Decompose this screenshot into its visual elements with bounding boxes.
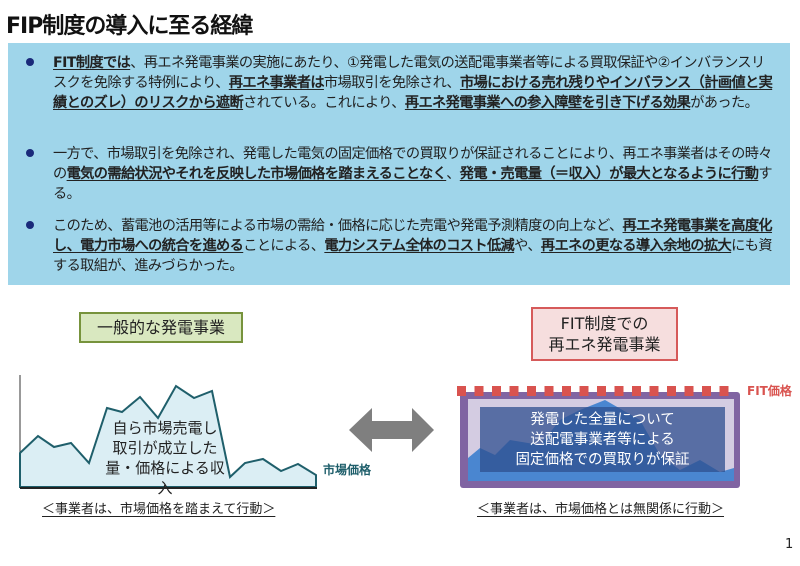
emphasized-text: 電気の需給状況やそれを反映した市場価格を踏まえることなく bbox=[66, 166, 447, 182]
fit-price-dash bbox=[597, 386, 606, 396]
bullet-2: 一方で、市場取引を免除され、発電した電気の固定価格での買取りが保証されることによ… bbox=[26, 144, 776, 204]
emphasized-text: 再エネ事業者は bbox=[228, 75, 325, 91]
bullet-text: 、 bbox=[446, 166, 460, 182]
fit-business-label: FIT制度での再エネ発電事業 bbox=[531, 307, 678, 361]
market-price-label: 市場価格 bbox=[323, 463, 372, 477]
left-caption: ＜事業者は、市場価格を踏まえて行動＞ bbox=[42, 502, 276, 517]
emphasized-text: 発電・売電量（＝収入）が最大となるように行動 bbox=[459, 166, 759, 182]
fit-price-dash bbox=[544, 386, 554, 396]
bullet-text: があった。 bbox=[690, 95, 759, 111]
emphasized-text: FIT制度では bbox=[53, 55, 131, 71]
emphasized-text: 再エネ発電事業を高度化し、電力市場への統合を進める bbox=[53, 218, 773, 254]
fit-text-line: 送配電事業者等による bbox=[530, 432, 675, 448]
fit-text-line: 発電した全量について bbox=[530, 412, 675, 428]
market-revenue-text: 自ら市場売電し取引が成立した量・価格による収入 bbox=[100, 418, 230, 498]
summary-box bbox=[8, 43, 790, 285]
fit-text-box bbox=[480, 407, 725, 472]
double-arrow-icon bbox=[349, 408, 434, 452]
bullet-text: や、 bbox=[514, 238, 541, 254]
fit-price-dash bbox=[579, 386, 589, 396]
general-business-label: 一般的な発電事業 bbox=[79, 312, 243, 343]
emphasized-text: 市場における売れ残りやインバランス（計画値と実績とのズレ）のリスクから遮断 bbox=[53, 75, 773, 111]
fit-price-dash bbox=[649, 386, 659, 396]
fit-price-dash bbox=[667, 386, 676, 396]
fit-price-dash bbox=[509, 386, 519, 396]
fit-price-dash bbox=[614, 386, 624, 396]
emphasized-text: 電力システム全体のコスト低減 bbox=[324, 238, 515, 254]
bullet-dot-icon bbox=[26, 221, 34, 229]
bullet-text: する。 bbox=[53, 166, 773, 202]
fit-price-dash bbox=[702, 386, 711, 396]
page-number: 1 bbox=[785, 537, 794, 552]
fit-price-label: FIT価格 bbox=[747, 384, 792, 398]
bullet-dot-icon bbox=[26, 58, 34, 66]
mtext-line: 自ら市場売電し bbox=[112, 419, 218, 437]
fit-price-dash bbox=[684, 386, 694, 396]
bullet-1: FIT制度では、再エネ発電事業の実施にあたり、①発電した電気の送配電事業者等によ… bbox=[26, 53, 776, 113]
emphasized-text: 再エネ発電事業への参入障壁を引き下げる効果 bbox=[404, 95, 691, 111]
fit-text-line: 固定価格での買取りが保証 bbox=[515, 452, 690, 468]
bullet-dot-icon bbox=[26, 149, 34, 157]
fit-price-dash bbox=[719, 386, 729, 396]
fit-price-dash bbox=[474, 386, 484, 396]
fit-label-line-1: FIT制度での bbox=[560, 314, 649, 333]
bullet-text: このため、蓄電池の活用等による市場の需給・価格に応じた売電や発電予測精度の向上な… bbox=[53, 218, 623, 234]
fit-price-dash bbox=[527, 386, 536, 396]
bullet-text: ことによる、 bbox=[243, 238, 325, 254]
bullet-text: 、再エネ発電事業の実施にあたり、①発電した電気の送配電事業者等による買取保証や②… bbox=[53, 55, 765, 91]
right-caption: ＜事業者は、市場価格とは無関係に行動＞ bbox=[477, 502, 725, 517]
mtext-line: 取引が成立した bbox=[112, 439, 218, 457]
fit-price-dashes bbox=[457, 386, 729, 396]
bullet-text: にも資する取組が、進みづらかった。 bbox=[53, 238, 773, 274]
page-title: FIP制度の導入に至る経緯 bbox=[6, 14, 253, 39]
bullet-text: 一方で、市場取引を免除され、発電した電気の固定価格での買取りが保証されることによ… bbox=[53, 146, 772, 182]
fit-label-line-2: 再エネ発電事業 bbox=[548, 335, 661, 354]
bullet-text: 市場取引を免除され、 bbox=[323, 75, 461, 91]
emphasized-text: 再エネの更なる導入余地の拡大 bbox=[540, 238, 732, 254]
market-revenue-mountain bbox=[19, 384, 317, 488]
mtext-line: 量・価格による収入 bbox=[105, 459, 225, 497]
bullet-text: されている。これにより、 bbox=[243, 95, 405, 111]
fit-price-dash bbox=[562, 386, 571, 396]
fit-price-dash bbox=[632, 386, 641, 396]
bullet-3: このため、蓄電池の活用等による市場の需給・価格に応じた売電や発電予測精度の向上な… bbox=[26, 216, 776, 276]
fit-price-dash bbox=[492, 386, 501, 396]
fit-box-text: 発電した全量について送配電事業者等による固定価格での買取りが保証 bbox=[480, 407, 725, 472]
fit-price-dash bbox=[457, 386, 466, 396]
